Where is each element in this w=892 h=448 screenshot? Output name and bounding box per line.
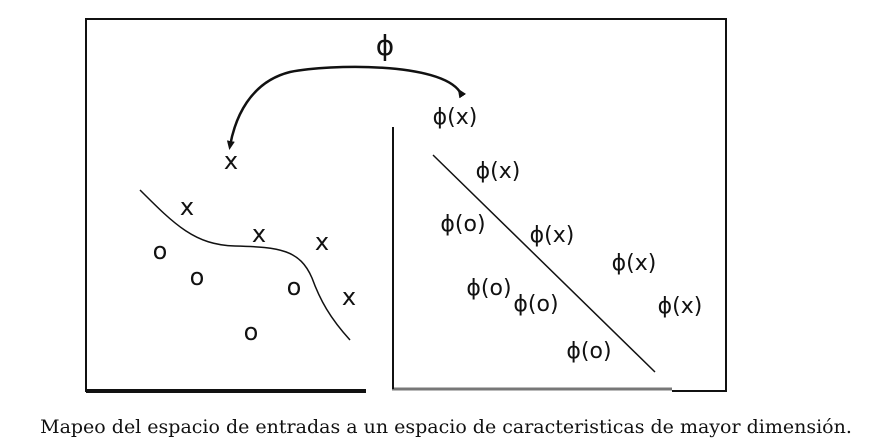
feature-x-label: ϕ(x)	[476, 159, 521, 184]
input-x-mark: x	[315, 228, 329, 256]
mapping-arrow	[226, 65, 467, 150]
map-symbol: ϕ	[376, 29, 394, 62]
figure-caption: Mapeo del espacio de entradas a un espac…	[40, 416, 852, 438]
feature-o-label: ϕ(o)	[466, 276, 511, 301]
nonlinear-boundary	[139, 189, 351, 341]
feature-o-label: ϕ(o)	[513, 292, 558, 317]
feature-o-label: ϕ(o)	[566, 339, 611, 364]
feature-x-label: ϕ(x)	[612, 251, 657, 276]
input-x-mark: x	[252, 220, 266, 248]
input-x-mark: x	[180, 193, 194, 221]
input-o-mark: o	[190, 263, 205, 291]
feature-o-label: ϕ(o)	[440, 212, 485, 237]
outer-frame	[85, 18, 727, 392]
input-o-mark: o	[244, 318, 259, 346]
input-o-mark: o	[153, 237, 168, 265]
feature-x-label: ϕ(x)	[530, 223, 575, 248]
input-x-mark: x	[224, 147, 238, 175]
linear-separator	[432, 154, 656, 373]
input-x-mark: x	[342, 283, 356, 311]
feature-x-label: ϕ(x)	[658, 294, 703, 319]
map-target-label: ϕ(x)	[433, 105, 478, 130]
input-o-mark: o	[287, 273, 302, 301]
